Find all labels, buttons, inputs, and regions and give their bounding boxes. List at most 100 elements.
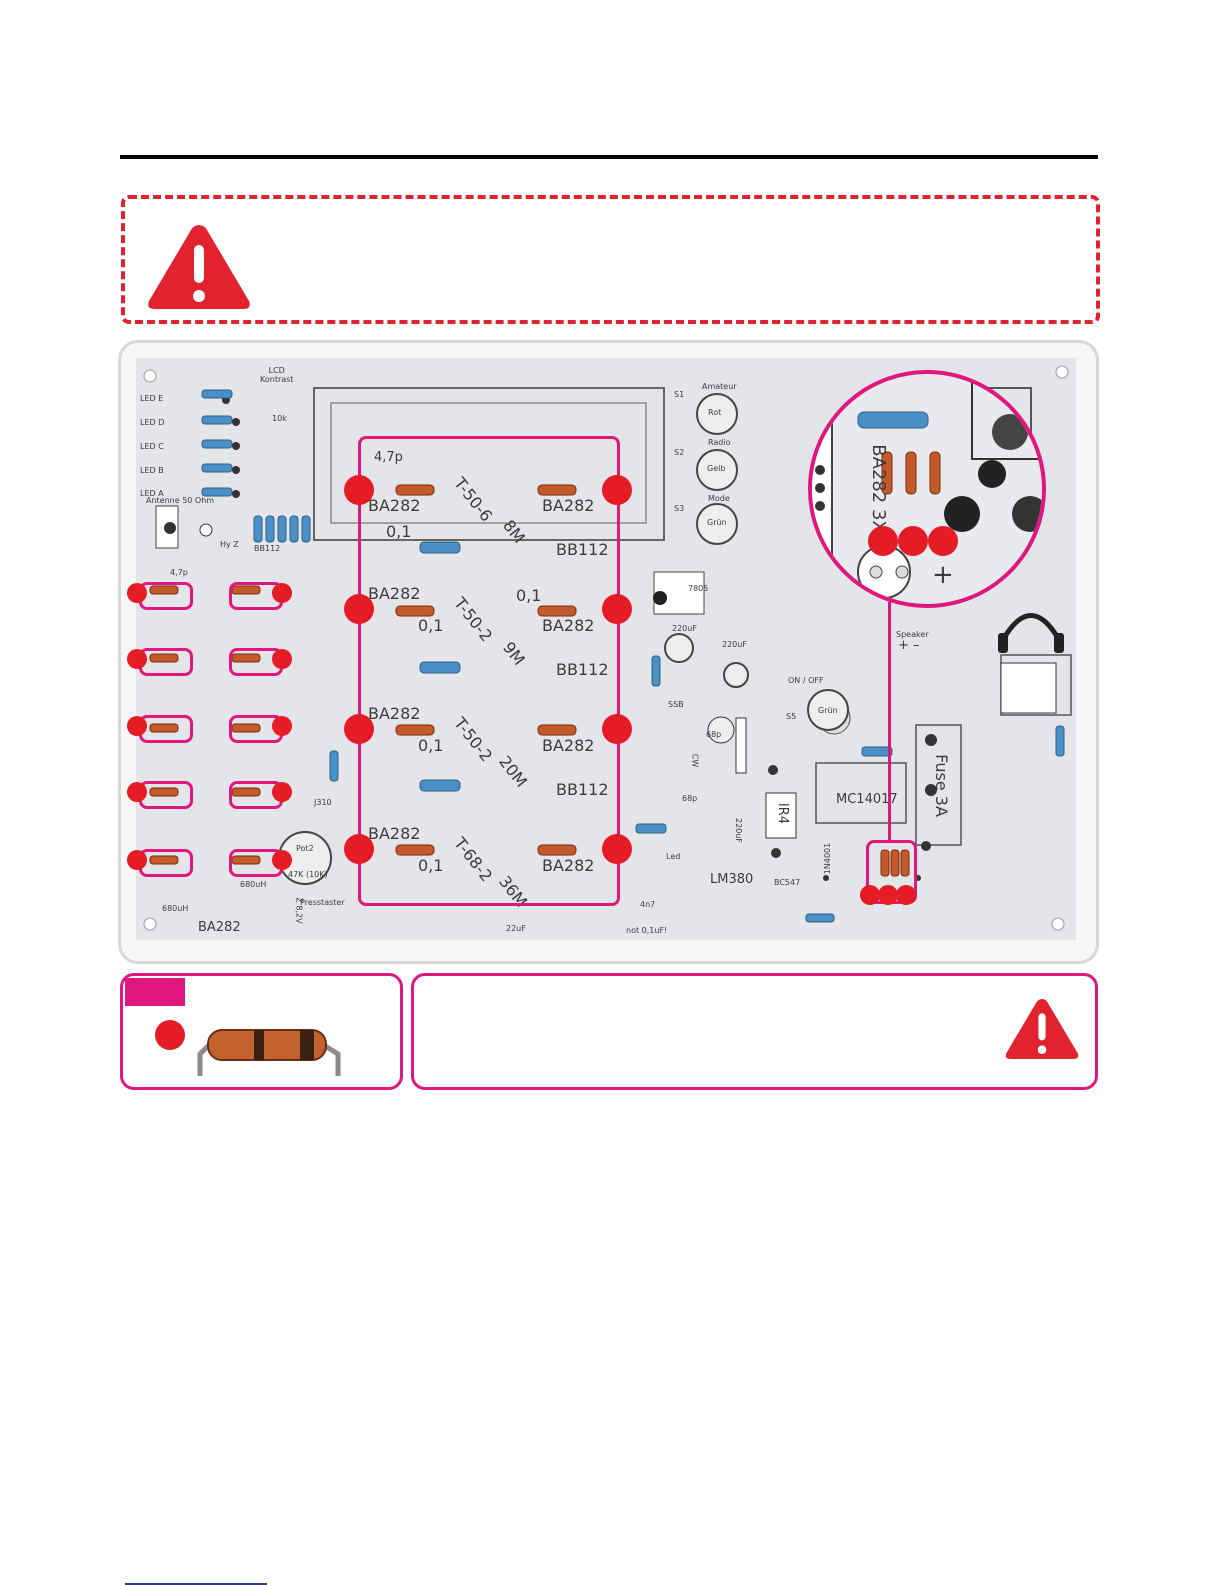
label-s3: S3 [674, 504, 685, 513]
label-s1: S1 [674, 390, 685, 399]
warning-callout [121, 195, 1100, 324]
label-presstaster: Presstaster [300, 898, 345, 907]
label-led-c: LED C [140, 442, 164, 451]
label-ba282-2: BA282 [542, 496, 595, 515]
label-ba282-3x: BA282 3X [867, 444, 889, 533]
marker-dot [272, 649, 292, 669]
marker-dot [344, 594, 374, 624]
label-gruen-2: Grün [818, 706, 838, 715]
label-led-e: LED E [140, 394, 164, 403]
highlight-left-1 [139, 582, 193, 610]
label-22uf: 22uF [506, 924, 526, 933]
marker-dot [127, 583, 147, 603]
marker-dot [602, 594, 632, 624]
label-hyz: Hy Z [220, 540, 239, 549]
label-47p-left: 4,7p [170, 568, 188, 577]
label-led: Led [666, 852, 681, 861]
marker-dot [127, 716, 147, 736]
label-s5: S5 [786, 712, 797, 721]
marker-dot [860, 885, 880, 905]
label-bb112-3: BB112 [556, 780, 609, 799]
label-lcd-kontrast: LCD Kontrast [260, 366, 294, 384]
footer-link-underline [125, 1583, 267, 1585]
marker-dot [344, 475, 374, 505]
label-ba282-8: BA282 [542, 856, 595, 875]
label-47k: 47K (10K) [288, 870, 328, 879]
label-47p: 4,7p [374, 450, 403, 465]
label-bb112-small: BB112 [254, 544, 281, 553]
label-amateur: Amateur [702, 382, 737, 391]
label-bb112-1: BB112 [556, 540, 609, 559]
marker-dot [272, 782, 292, 802]
marker-dot [878, 885, 898, 905]
label-680uh-2: 680uH [162, 904, 189, 913]
marker-dot [272, 850, 292, 870]
label-gruen: Grün [707, 518, 727, 527]
marker-dot [272, 716, 292, 736]
highlight-left-5 [139, 715, 193, 743]
marker-dot [272, 583, 292, 603]
label-10k: 10k [272, 414, 287, 423]
zoom-connector-line [888, 602, 891, 840]
label-plus-minus: + – [898, 638, 920, 653]
marker-dot [602, 834, 632, 864]
header-rule [120, 155, 1098, 159]
label-rot: Rot [708, 408, 722, 417]
marker-dot [127, 782, 147, 802]
label-radio: Radio [708, 438, 731, 447]
label-led-d: LED D [140, 418, 165, 427]
label-not01: not 0,1uF! [626, 926, 668, 935]
label-bb112-2: BB112 [556, 660, 609, 679]
label-ba282-7: BA282 [368, 824, 421, 843]
marker-dot [127, 850, 147, 870]
label-ba282-5: BA282 [368, 704, 421, 723]
marker-dot [344, 834, 374, 864]
label-7805: 7805 [688, 584, 709, 593]
marker-dot [896, 885, 916, 905]
label-ba282-1: BA282 [368, 496, 421, 515]
label-j310: J310 [314, 798, 332, 807]
label-ba282-bottom: BA282 [198, 920, 241, 935]
highlight-main-diodes [358, 436, 620, 906]
marker-dot [127, 649, 147, 669]
highlight-left-3 [139, 648, 193, 676]
label-68p-2: 68p [682, 794, 698, 803]
marker-dot [155, 1020, 185, 1050]
zoom-inset: BA282 3X + [808, 370, 1046, 608]
label-01-4: 0,1 [418, 736, 444, 755]
note-card [411, 973, 1098, 1090]
label-plus: + [932, 560, 954, 590]
label-680uh-1: 680uH [240, 880, 267, 889]
label-pot2: Pot2 [296, 844, 314, 853]
component-tag [125, 978, 185, 1006]
warning-triangle-icon [1005, 999, 1079, 1059]
label-led-a: LED A [140, 489, 164, 498]
label-01-1: 0,1 [386, 522, 412, 541]
label-01-3: 0,1 [418, 616, 444, 635]
label-antenne: Antenne 50 Ohm [146, 496, 215, 505]
label-s2: S2 [674, 448, 685, 457]
label-gelb: Gelb [707, 464, 726, 473]
label-4n7: 4n7 [640, 900, 656, 909]
label-bc547: BC547 [774, 878, 801, 887]
label-1n4001: 1N4001 [823, 842, 833, 875]
marker-dot [868, 526, 898, 556]
label-on-off: ON / OFF [788, 676, 824, 685]
marker-dot [344, 714, 374, 744]
label-01-2: 0,1 [516, 586, 542, 605]
label-ba282-6: BA282 [542, 736, 595, 755]
label-ba282-4: BA282 [542, 616, 595, 635]
label-led-b: LED B [140, 466, 164, 475]
label-lm380: LM380 [710, 872, 754, 887]
label-ba282-3: BA282 [368, 584, 421, 603]
label-fuse: Fuse 3A [931, 754, 951, 817]
label-68p-1: 68p [706, 730, 722, 739]
highlight-left-9 [139, 849, 193, 877]
warning-triangle-icon [148, 225, 250, 309]
label-cw: CW [690, 753, 700, 768]
label-speaker: Speaker [896, 630, 929, 639]
label-z82v: Z 8,2V [294, 897, 304, 924]
label-ssb: SSB [668, 700, 684, 709]
marker-dot [602, 475, 632, 505]
label-220uf-1: 220uF [672, 624, 697, 633]
